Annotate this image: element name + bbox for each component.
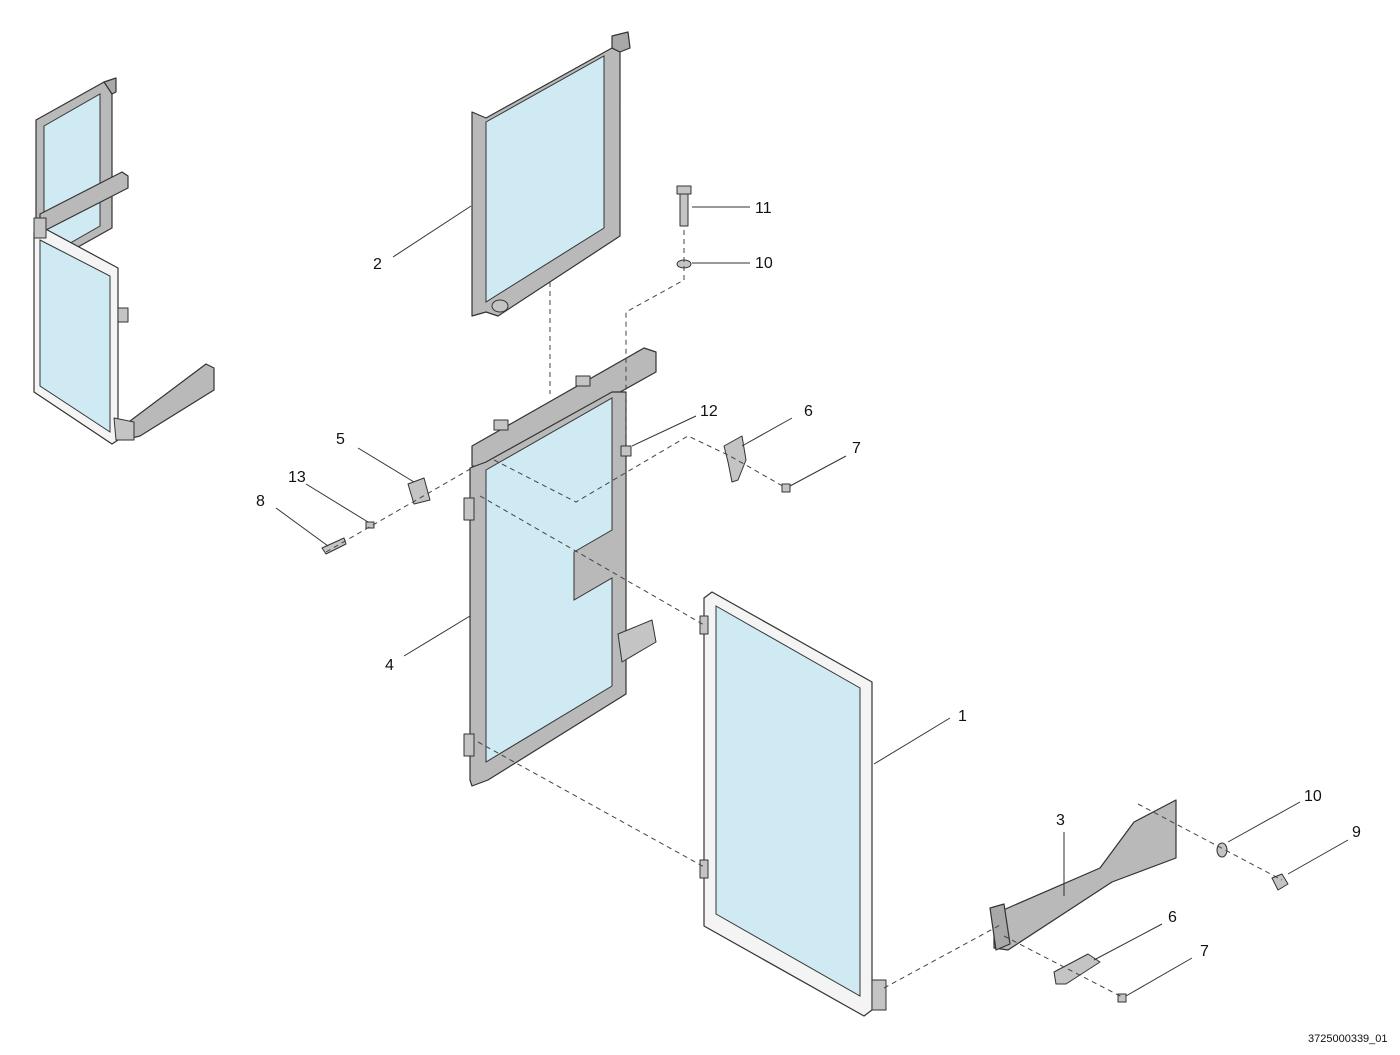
part-12-nut	[620, 445, 632, 457]
callout-4: 4	[385, 657, 394, 674]
drawing-number: 3725000339_01	[1308, 1033, 1388, 1045]
callout-5: 5	[336, 431, 345, 448]
callout-8: 8	[256, 493, 265, 510]
callout-6-bottom: 6	[1168, 909, 1177, 926]
overview-front-glass	[39, 239, 111, 433]
callout-7-bottom: 7	[1200, 943, 1209, 960]
part-11-bolt-head	[676, 185, 692, 195]
part-4-top-pin-2	[493, 419, 509, 431]
part-3-bracket	[989, 799, 1177, 951]
leader-lines	[275, 205, 1349, 997]
callout-13: 13	[288, 469, 306, 486]
part-13-spring	[365, 521, 375, 529]
part-6-latch-bottom	[1053, 953, 1101, 985]
callout-2: 2	[373, 256, 382, 273]
callout-labels: 1 2 3 4 5 6 6 7 7 8 9 10 10 11 12 13	[256, 200, 1361, 960]
callout-10-top: 10	[755, 255, 773, 272]
part-10-washer-bottom	[1216, 842, 1228, 858]
part-11-bolt	[679, 191, 689, 227]
callout-1: 1	[958, 708, 967, 725]
part-1-glass-door	[699, 591, 887, 1017]
part-3-flange	[989, 903, 1011, 951]
callout-3: 3	[1056, 812, 1065, 829]
callout-10-bottom: 10	[1304, 788, 1322, 805]
part-7-screw-bottom	[1117, 993, 1127, 1003]
overview-hinge-top	[33, 217, 47, 239]
callout-11: 11	[755, 200, 772, 217]
overview-latch	[113, 417, 135, 441]
part-4-middle-frame	[463, 347, 657, 787]
part-4-top-pin	[575, 375, 591, 387]
part-4-top-bracket	[471, 347, 657, 469]
part-3-body	[993, 799, 1177, 951]
assembled-overview	[33, 77, 215, 445]
part-5-hinge-clip	[407, 477, 431, 505]
callout-7-top: 7	[852, 440, 861, 457]
part-2-top-pin	[611, 31, 631, 53]
callout-6-top: 6	[804, 403, 813, 420]
part-4-mid-bracket	[617, 619, 657, 663]
part-8-pin	[321, 537, 347, 555]
part-4-hinge-top	[463, 497, 475, 521]
callout-12: 12	[700, 403, 718, 420]
part-2-upper-panel	[471, 31, 631, 317]
part-4-hinge-bottom	[463, 733, 475, 757]
part-1-hinge-bottom	[699, 859, 709, 879]
part-9-bolt	[1271, 873, 1289, 891]
assembly-lines	[325, 230, 1283, 999]
part-1-latch-block	[871, 979, 887, 1011]
overview-rear-pin	[103, 77, 117, 95]
part-2-glass	[485, 55, 605, 303]
small-parts	[321, 185, 1289, 1003]
part-2-hinge-pin	[491, 299, 509, 313]
part-1-hinge-top	[699, 615, 709, 635]
callout-9: 9	[1352, 824, 1361, 841]
part-4-glass	[485, 397, 613, 763]
part-1-glass	[715, 605, 861, 997]
overview-stop	[117, 307, 129, 323]
